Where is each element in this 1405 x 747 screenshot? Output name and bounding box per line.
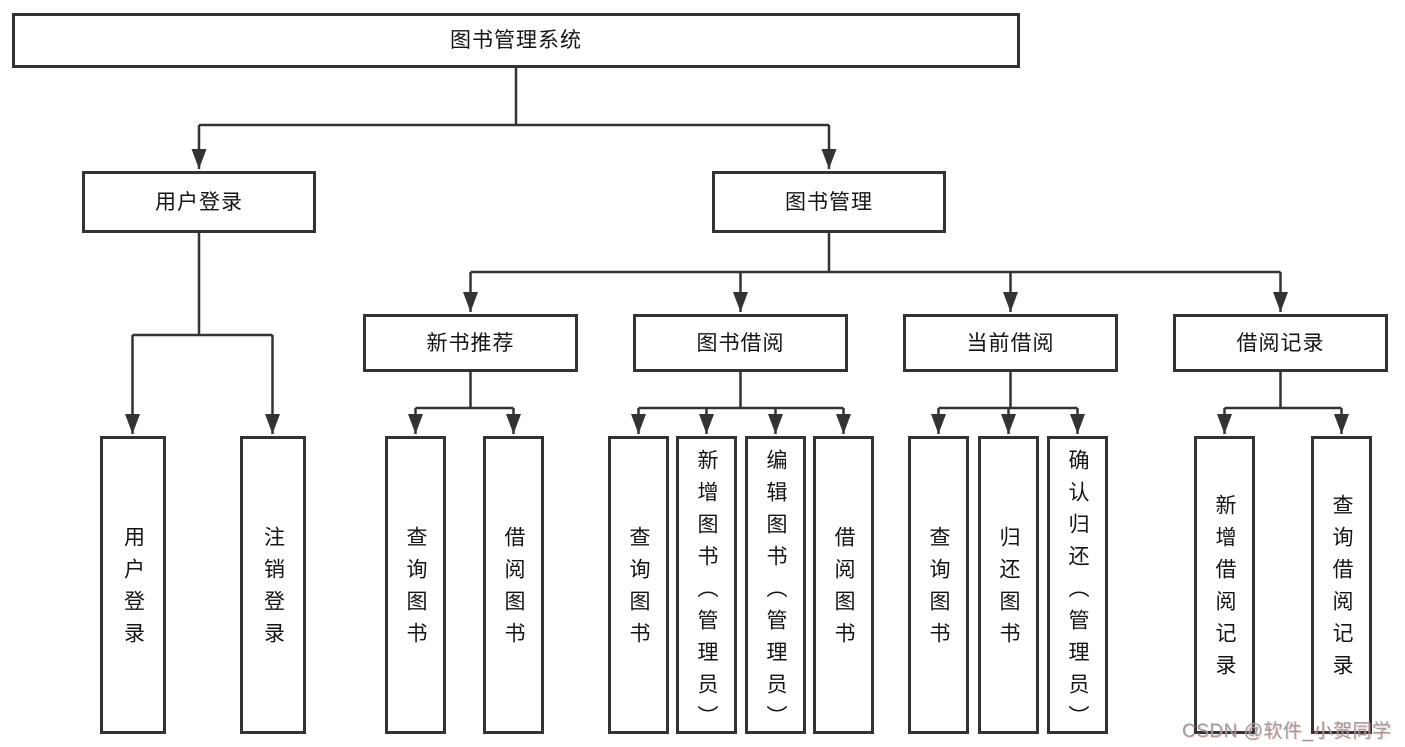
leaf-logout: 注销登录	[240, 436, 306, 734]
connector-userlogin-trunk	[132, 233, 273, 337]
leaf-borrow-borrow-books: 借阅图书	[813, 436, 874, 734]
leaf-current-return-books: 归还图书	[978, 436, 1039, 734]
leaf-borrow-query-books: 查询图书	[608, 436, 669, 734]
node-label: 图书管理系统	[450, 29, 582, 52]
node-root-system: 图书管理系统	[12, 13, 1020, 68]
csdn-watermark: CSDN @软件_小贺同学	[1182, 721, 1392, 742]
leaf-newbook-query-books: 查询图书	[385, 436, 446, 734]
leaf-records-add-record: 新增借阅记录	[1194, 436, 1255, 734]
connector-records-trunk	[1224, 372, 1342, 410]
node-label: 确认归还（管理员）	[1066, 449, 1089, 737]
node-label: 编辑图书（管理员）	[764, 449, 787, 737]
node-label: 当前借阅	[966, 331, 1055, 355]
node-label: 用户登录	[121, 526, 145, 654]
connector-root-trunk	[199, 68, 829, 127]
node-user-login: 用户登录	[82, 171, 316, 233]
connector-borrow-trunk	[638, 372, 844, 410]
node-current-borrowing: 当前借阅	[903, 314, 1118, 372]
node-book-borrowing: 图书借阅	[633, 314, 848, 372]
node-label: 查询图书	[927, 526, 950, 654]
node-label: 用户登录	[155, 190, 243, 214]
node-label: 新增借阅记录	[1213, 494, 1236, 686]
node-label: 图书借阅	[696, 331, 785, 355]
node-new-book-recommend: 新书推荐	[363, 314, 578, 372]
node-label: 归还图书	[997, 526, 1020, 654]
leaf-newbook-borrow-books: 借阅图书	[483, 436, 544, 734]
node-book-management: 图书管理	[712, 171, 946, 233]
node-borrowing-records: 借阅记录	[1173, 314, 1388, 372]
leaf-user-login: 用户登录	[100, 436, 166, 734]
node-label: 查询借阅记录	[1330, 494, 1353, 686]
node-label: 查询图书	[404, 526, 427, 654]
leaf-records-query-record: 查询借阅记录	[1311, 436, 1372, 734]
node-label: 借阅记录	[1236, 331, 1325, 355]
connector-newbook-trunk	[415, 372, 514, 410]
connector-bookmgmt-trunk	[470, 233, 1281, 274]
node-label: 新书推荐	[426, 331, 515, 355]
leaf-borrow-add-books-admin: 新增图书（管理员）	[676, 436, 737, 737]
leaf-borrow-edit-books-admin: 编辑图书（管理员）	[745, 436, 806, 737]
node-label: 图书管理	[785, 190, 873, 214]
node-label: 查询图书	[627, 526, 650, 654]
node-label: 借阅图书	[832, 526, 855, 654]
connector-current-trunk	[938, 372, 1078, 410]
leaf-current-query-books: 查询图书	[908, 436, 969, 734]
node-label: 新增图书（管理员）	[695, 449, 718, 737]
node-label: 注销登录	[261, 526, 285, 654]
leaf-current-confirm-return-admin: 确认归还（管理员）	[1047, 436, 1108, 737]
node-label: 借阅图书	[502, 526, 525, 654]
